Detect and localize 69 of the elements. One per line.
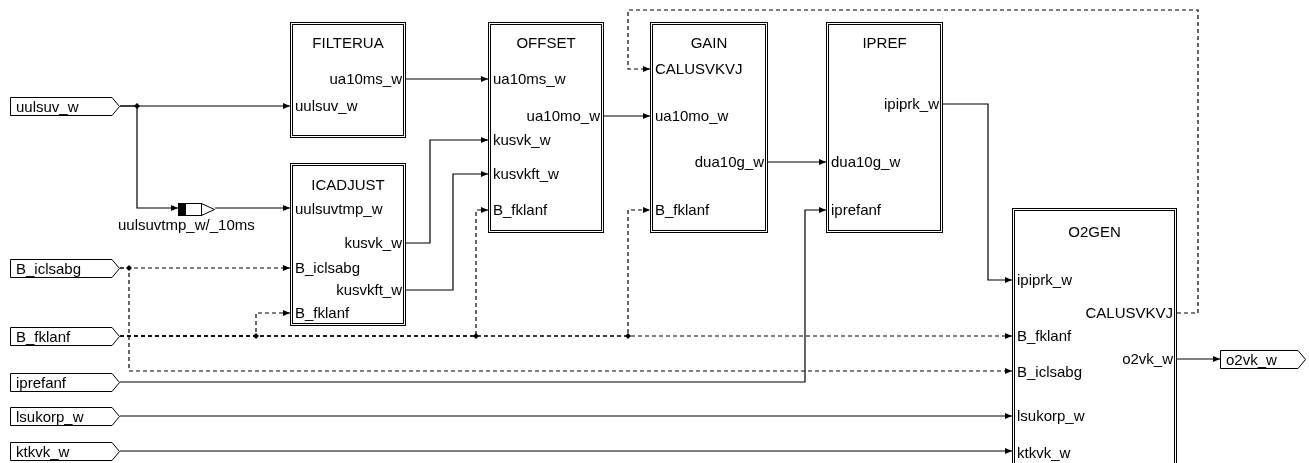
delay-block bbox=[178, 202, 215, 215]
function-block bbox=[290, 22, 406, 138]
signal-name: uulsuv_w bbox=[16, 98, 79, 115]
signal-arrow bbox=[405, 171, 489, 291]
signal-name: lsukorp_w bbox=[16, 408, 84, 425]
port-label: ua10mo_w bbox=[655, 107, 729, 124]
signal-arrow bbox=[767, 159, 827, 165]
port-label: ipiprk_w bbox=[1017, 271, 1073, 288]
port-label: B_fklanf bbox=[493, 201, 548, 218]
signal-arrow bbox=[119, 207, 827, 383]
input-port bbox=[10, 373, 120, 392]
input-port bbox=[10, 327, 120, 346]
signal-arrow bbox=[214, 205, 291, 211]
dashed-signal-arrow bbox=[119, 267, 1013, 374]
block-title: IPREF bbox=[861, 34, 908, 51]
signal-name: iprefanf bbox=[16, 374, 67, 391]
port-label: CALUSVKVJ bbox=[1085, 304, 1173, 321]
block-title: GAIN bbox=[689, 34, 729, 51]
port-label: ua10ms_w bbox=[329, 70, 402, 87]
port-label: dua10g_w bbox=[831, 153, 901, 170]
output-port bbox=[1220, 350, 1306, 369]
signal-arrow bbox=[119, 413, 1013, 419]
block-title: ICADJUST bbox=[310, 176, 386, 193]
port-label: B_iclsabg bbox=[1017, 363, 1083, 380]
signal-arrow bbox=[1176, 356, 1221, 362]
port-label: ua10mo_w bbox=[526, 107, 600, 124]
signal-name: B_fklanf bbox=[16, 328, 71, 345]
function-block bbox=[650, 22, 768, 233]
dashed-signal-arrow bbox=[627, 9, 1199, 314]
port-label: iprefanf bbox=[831, 201, 882, 218]
port-label: B_fklanf bbox=[295, 304, 350, 321]
function-block bbox=[488, 22, 604, 233]
signal-arrow bbox=[942, 103, 1013, 283]
block-title: OFFSET bbox=[515, 34, 577, 51]
dashed-signal-arrow bbox=[119, 333, 1013, 339]
port-label: uulsuv_w bbox=[295, 97, 358, 114]
signal-arrow bbox=[405, 76, 489, 82]
port-label: B_iclsabg bbox=[295, 259, 361, 276]
function-block bbox=[826, 22, 943, 233]
port-label: uulsuvtmp_w bbox=[295, 200, 383, 217]
function-block bbox=[1012, 208, 1177, 463]
input-port bbox=[10, 407, 120, 426]
input-port bbox=[10, 259, 120, 278]
port-label: lsukorp_w bbox=[1017, 407, 1085, 424]
block-title: FILTERUA bbox=[311, 34, 385, 51]
function-block bbox=[290, 163, 406, 326]
signal-name: B_iclsabg bbox=[16, 260, 82, 277]
port-label: dua10g_w bbox=[694, 153, 764, 170]
input-port bbox=[10, 442, 120, 461]
signal-arrow bbox=[405, 137, 489, 244]
port-label: o2vk_w bbox=[1122, 350, 1173, 367]
signal-arrow bbox=[603, 113, 651, 119]
port-label: CALUSVKVJ bbox=[655, 60, 743, 77]
port-label: ktkvk_w bbox=[1017, 444, 1071, 461]
signal-arrow bbox=[119, 448, 1013, 454]
signal-name: uulsuvtmp_w/_10ms bbox=[118, 216, 255, 233]
port-label: B_fklanf bbox=[655, 201, 710, 218]
signal-name: ktkvk_w bbox=[16, 443, 70, 460]
block-title: O2GEN bbox=[1067, 223, 1122, 240]
port-label: B_fklanf bbox=[1017, 327, 1072, 344]
port-label: ipiprk_w bbox=[883, 95, 939, 112]
signal-name: o2vk_w bbox=[1226, 351, 1277, 368]
input-port bbox=[10, 97, 120, 116]
port-label: kusvk_w bbox=[344, 234, 402, 251]
port-label: kusvkft_w bbox=[493, 165, 559, 182]
port-label: kusvk_w bbox=[493, 131, 551, 148]
port-label: kusvkft_w bbox=[336, 281, 402, 298]
signal-arrow bbox=[119, 105, 179, 211]
port-label: ua10ms_w bbox=[493, 70, 566, 87]
